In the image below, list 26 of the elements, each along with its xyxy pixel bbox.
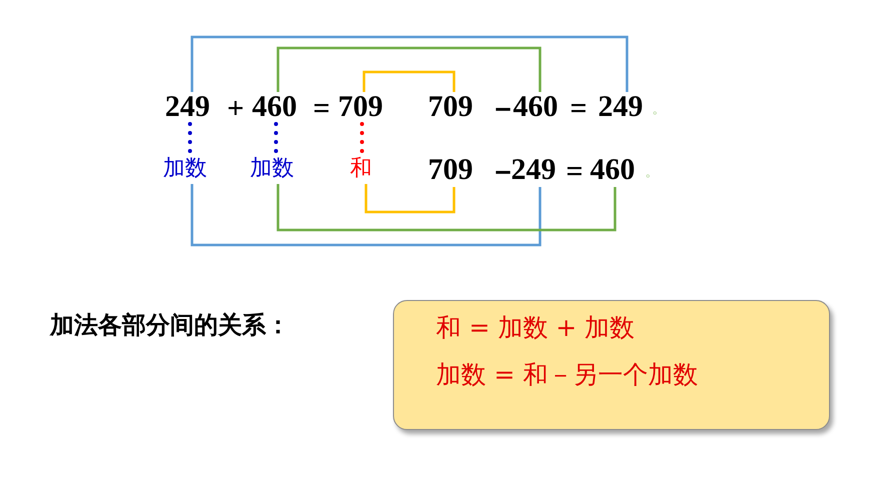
- term-label: 和: [350, 158, 376, 184]
- bracket-connector: [364, 184, 456, 214]
- number-text: 460: [590, 155, 644, 187]
- formula-text: 和 = 加数 + 加数: [436, 315, 636, 340]
- number-text: 709: [338, 92, 392, 124]
- number-text: 460: [252, 92, 304, 124]
- bracket-connector: [276, 184, 616, 232]
- bracket-connector: [362, 70, 456, 92]
- heading-text: 加法各部分间的关系：: [50, 313, 290, 337]
- operator-sign: +: [227, 94, 244, 124]
- bracket-connector: [190, 36, 628, 92]
- operator-sign: =: [570, 94, 588, 124]
- number-text: 249: [598, 92, 652, 124]
- bracket-connector: [190, 184, 542, 246]
- formula-box: [393, 300, 830, 430]
- bracket-connector: [276, 46, 542, 92]
- number-text: 709: [428, 92, 482, 124]
- period-mark: 。: [652, 102, 666, 116]
- operator-sign: =: [313, 94, 330, 124]
- number-text: 249: [165, 92, 217, 124]
- number-text: 709: [428, 155, 482, 187]
- formula-text: 加数 = 和－另一个加数: [436, 362, 699, 387]
- operator-sign: =: [566, 157, 584, 187]
- period-mark: 。: [645, 165, 659, 179]
- term-label: 加数: [250, 158, 298, 184]
- term-label: 加数: [163, 158, 211, 184]
